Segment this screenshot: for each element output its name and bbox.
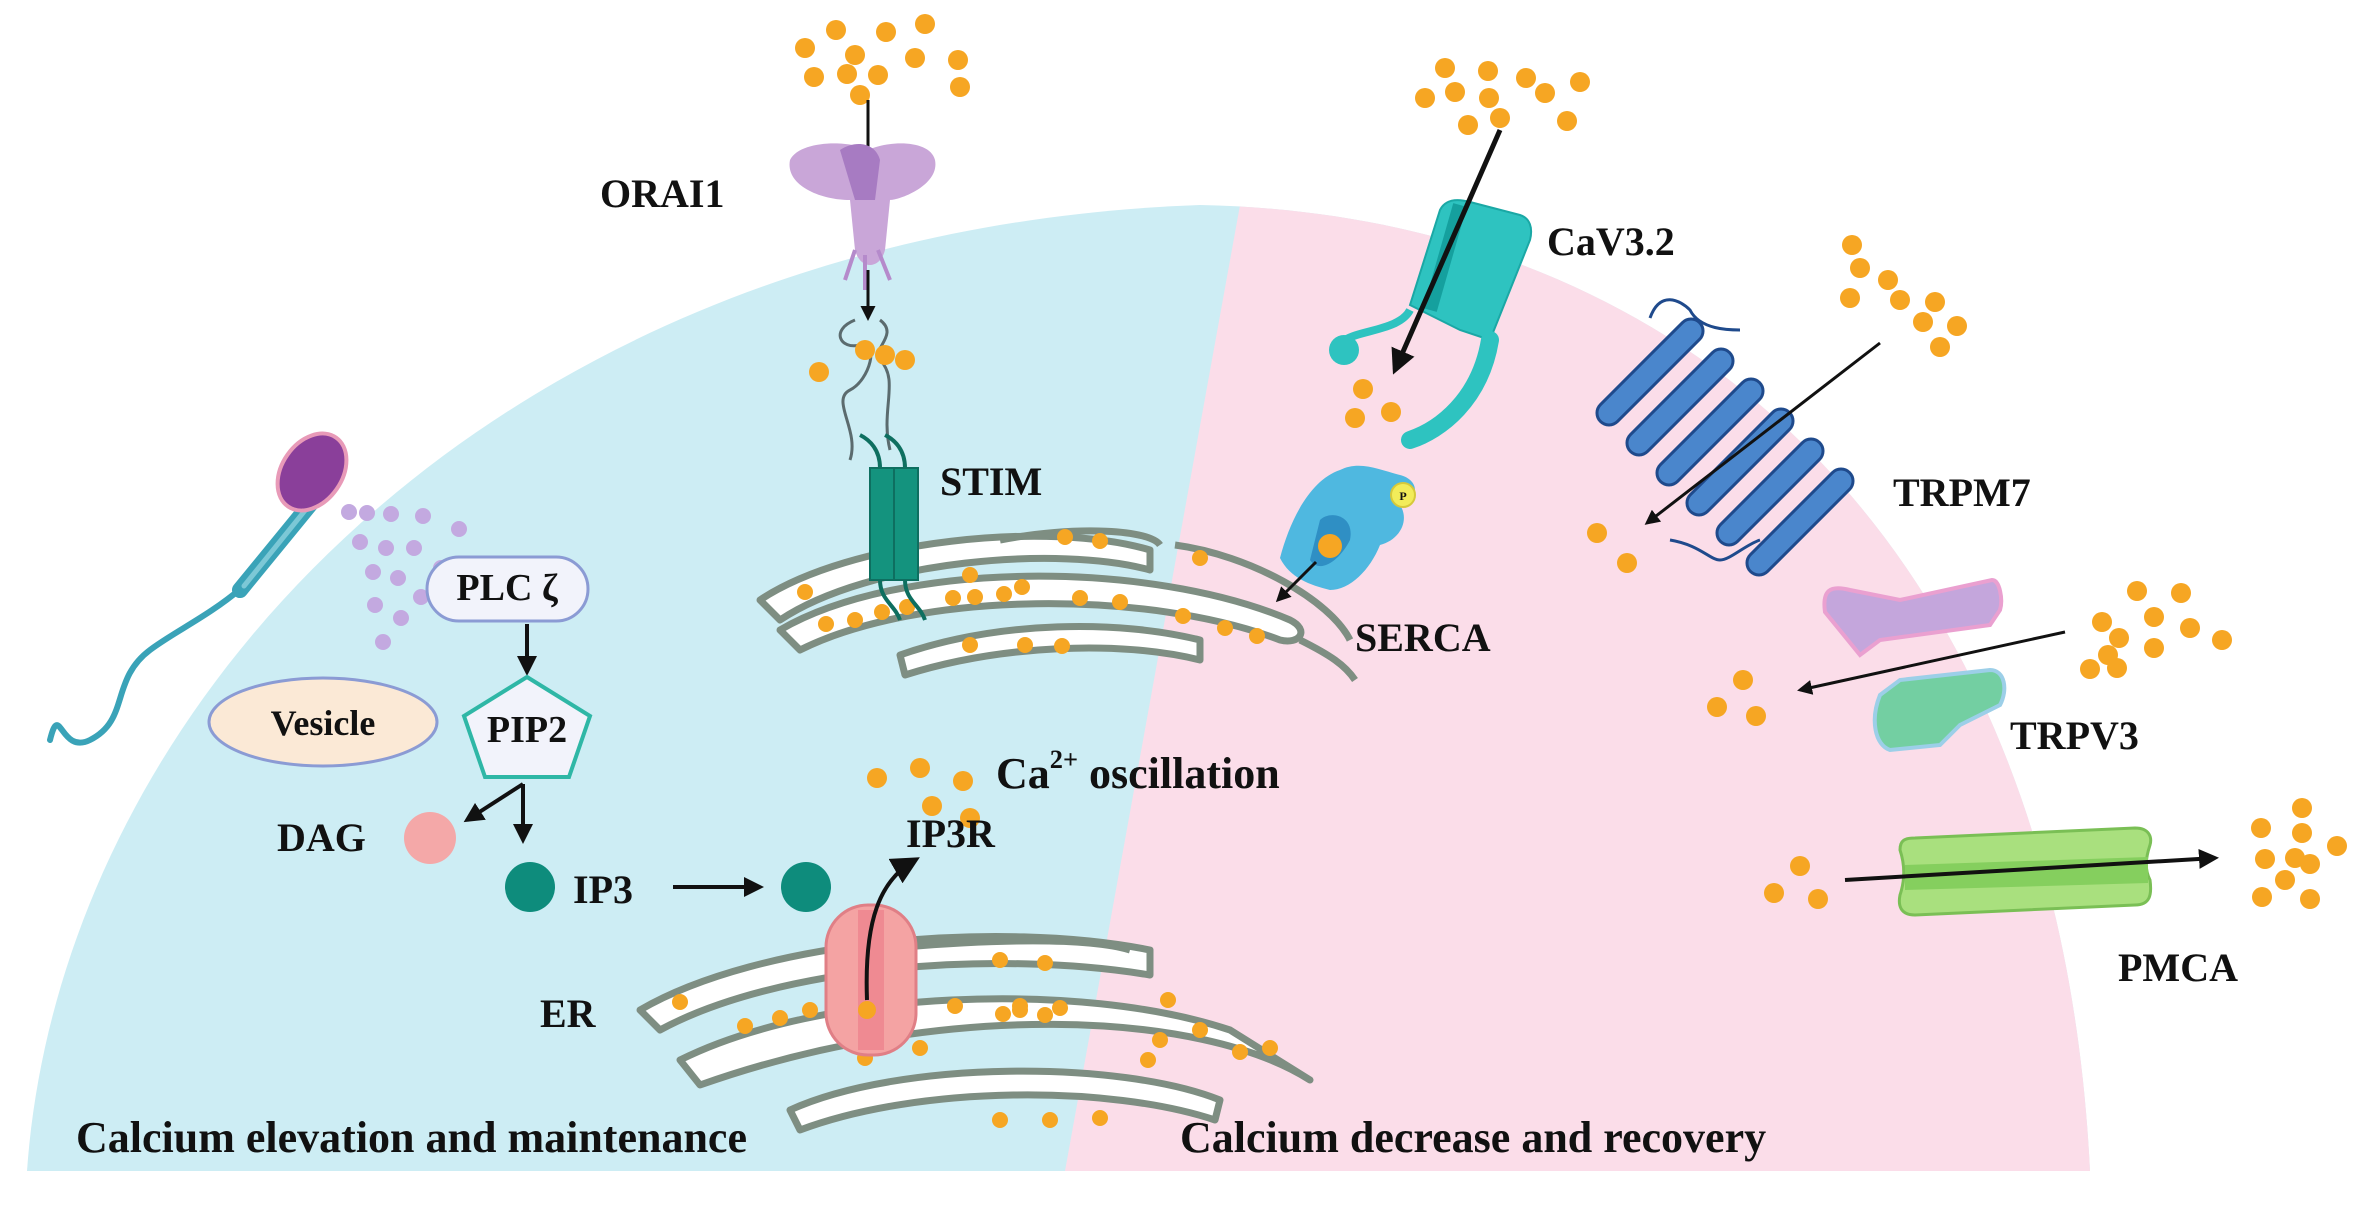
cav32-label: CaV3.2 <box>1547 219 1675 264</box>
ip3r-channel <box>824 857 920 1057</box>
stim-label: STIM <box>940 459 1043 504</box>
ca-oscillation-label: Ca2+ oscillation <box>996 746 1280 798</box>
trpv3-entry-arrow <box>1797 630 2066 695</box>
cav32-calcium-out <box>1415 58 1590 135</box>
ip3-bound-molecule <box>781 862 831 912</box>
pip2-node: PIP2 <box>461 674 593 779</box>
er-lower-calcium <box>672 952 1278 1128</box>
ca-release-arrow <box>864 857 920 1001</box>
recovery-region <box>1065 205 2090 1171</box>
cav32-entry-arrow <box>1391 128 1503 375</box>
section-label-recovery: Calcium decrease and recovery <box>1180 1113 1767 1162</box>
orai1-channel <box>789 143 936 290</box>
vesicle-label: Vesicle <box>271 703 376 743</box>
ip3-label: IP3 <box>573 867 633 912</box>
ip3r-label: IP3R <box>906 811 995 856</box>
trpm7-calcium-out <box>1840 235 1967 357</box>
pmca-calcium-in <box>1764 856 1828 909</box>
stim-protein <box>859 433 927 621</box>
section-label-elevation: Calcium elevation and maintenance <box>76 1113 747 1162</box>
pmca-pump <box>1897 826 2153 917</box>
trpv3-calcium-in <box>1707 670 1766 726</box>
trpm7-channel <box>1595 298 1855 577</box>
pmca-efflux-arrow <box>1844 848 2219 882</box>
serca-phospho-label: P <box>1399 489 1406 503</box>
sperm-icon <box>47 431 349 746</box>
dag-label: DAG <box>277 815 366 860</box>
trpm7-entry-arrow <box>1644 341 1881 525</box>
ca-charge: 2+ <box>1049 744 1079 775</box>
ca-symbol: Ca <box>996 749 1050 798</box>
trpv3-channel <box>1822 577 2007 753</box>
pmca-calcium-out <box>2251 798 2347 909</box>
plc-zeta-node: PLC ζ <box>425 555 590 623</box>
trpv3-calcium-out <box>2080 581 2232 679</box>
trpm7-calcium-in <box>1587 523 1637 573</box>
cav32-calcium-in <box>1345 379 1401 428</box>
oscillation-text: oscillation <box>1078 749 1280 798</box>
trpm7-label: TRPM7 <box>1893 470 2031 515</box>
er-label: ER <box>540 991 596 1036</box>
ip3-molecule <box>505 862 555 912</box>
pip2-label: PIP2 <box>487 709 567 751</box>
dag-molecule <box>404 812 456 864</box>
orai1-label: ORAI1 <box>600 171 725 216</box>
pip2-to-dag-arrow <box>463 782 525 823</box>
serca-label: SERCA <box>1355 615 1491 660</box>
orai1-calcium-ions <box>795 14 970 105</box>
vesicle-node: Vesicle <box>207 676 439 768</box>
ca-oscillation-ions <box>867 758 980 828</box>
trpv3-label: TRPV3 <box>2010 713 2139 758</box>
serca-pump: P <box>1275 465 1416 603</box>
stim-bound-calcium <box>809 340 915 382</box>
er-upper-calcium <box>797 529 1265 654</box>
plc-zeta-label: PLC ζ <box>456 567 559 609</box>
pmca-label: PMCA <box>2118 945 2238 990</box>
serca-uptake-arrow <box>1275 560 1318 603</box>
